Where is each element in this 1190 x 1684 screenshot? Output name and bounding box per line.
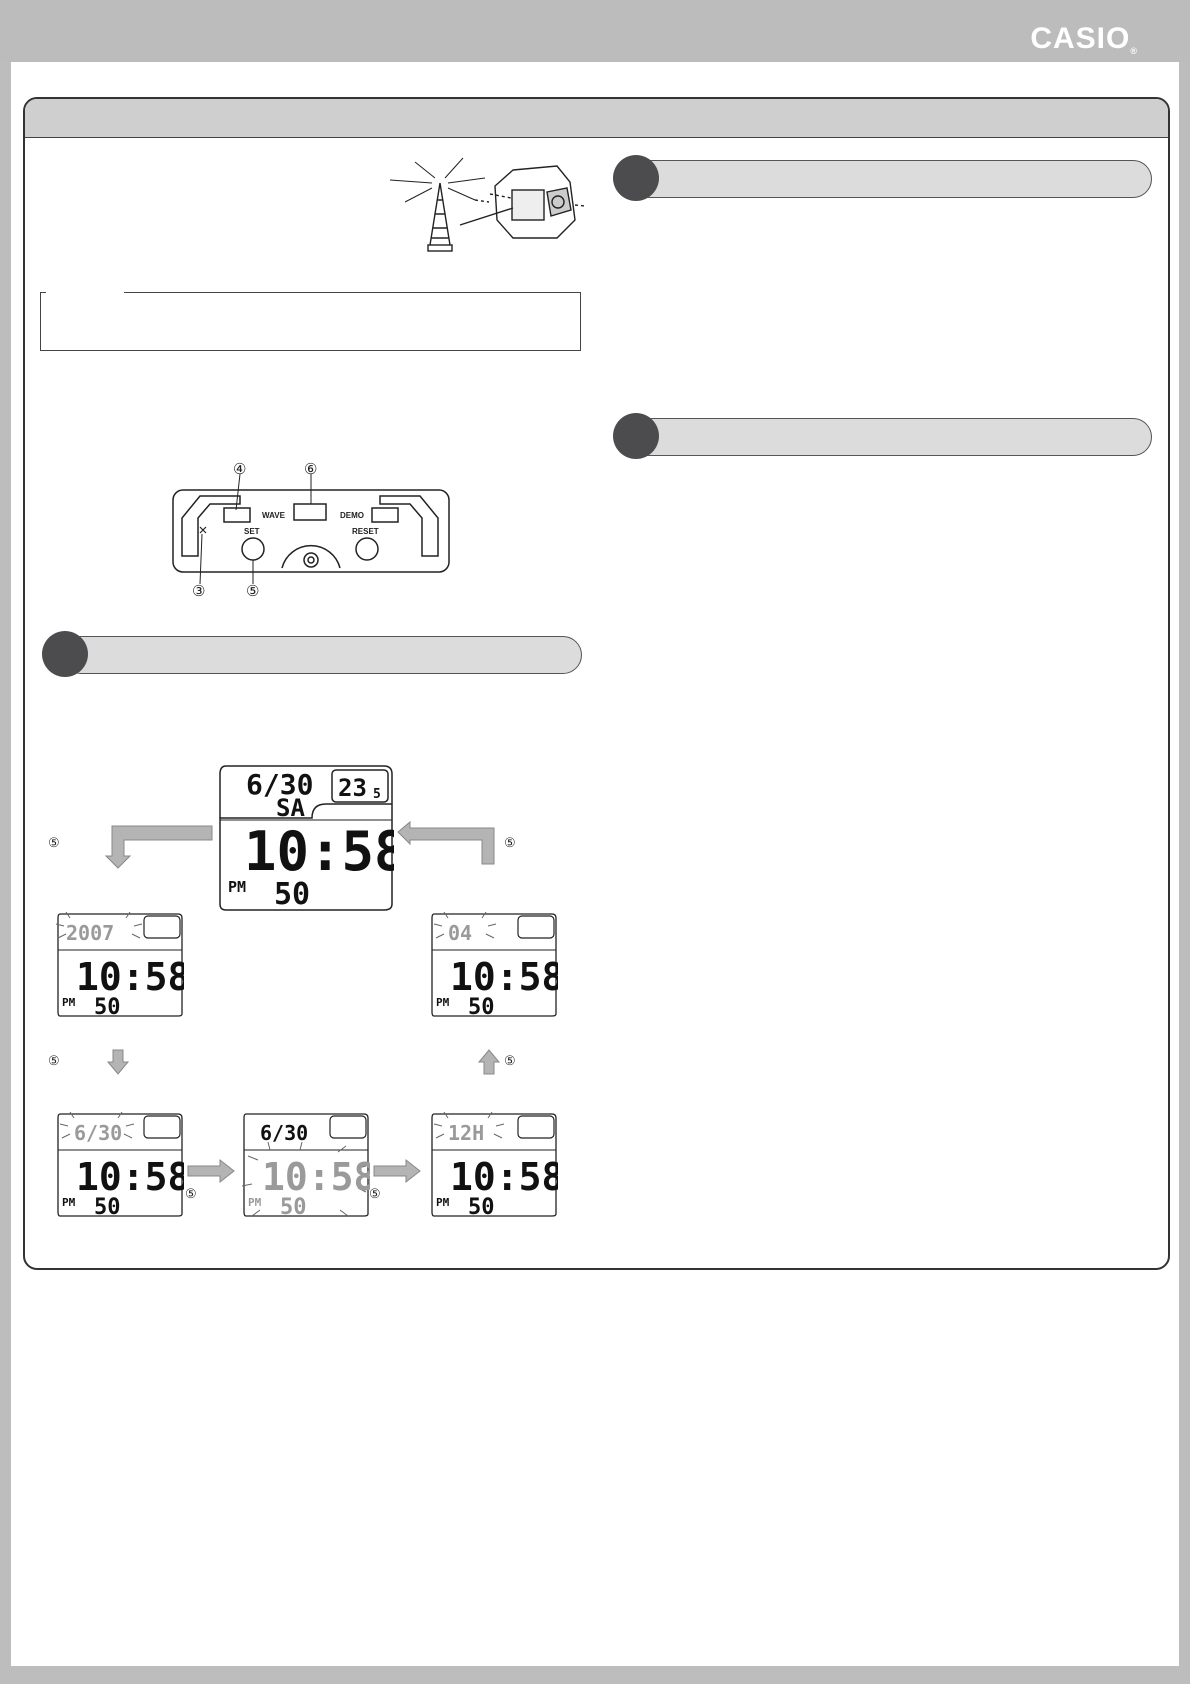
note-box xyxy=(40,292,581,351)
callout-6: ⑥ xyxy=(304,461,317,478)
display-ampm: PM xyxy=(228,878,246,896)
step-marker: ⑤ xyxy=(369,1186,381,1201)
step-marker: ⑤ xyxy=(48,1053,60,1068)
top-band xyxy=(0,0,1190,62)
demo-label: DEMO xyxy=(340,511,364,520)
display-weekday: SA xyxy=(276,794,305,822)
city-setting-display: 04 10:58 PM 50 xyxy=(431,912,558,1018)
tower-icon xyxy=(429,182,451,246)
section-bullet-icon xyxy=(613,155,659,201)
reset-label: RESET xyxy=(352,527,379,536)
display-seconds: 50 xyxy=(94,995,121,1018)
display-ampm: PM xyxy=(62,996,76,1009)
display-seconds-small: 5 xyxy=(373,787,381,802)
display-city-code: 04 xyxy=(448,921,472,945)
display-time: 10:58 xyxy=(450,955,558,999)
display-seconds: 50 xyxy=(280,1195,307,1218)
display-ampm: PM xyxy=(248,1196,262,1209)
display-time: 10:58 xyxy=(244,820,394,883)
hour-format-display: 12H 10:58 PM 50 xyxy=(431,1112,558,1218)
display-time: 10:58 xyxy=(262,1155,370,1199)
display-seconds: 50 xyxy=(274,877,310,912)
radio-signal-illustration xyxy=(389,157,585,252)
display-time: 10:58 xyxy=(76,1155,184,1199)
arrow-year-to-date xyxy=(106,1049,130,1075)
callout-3: ③ xyxy=(192,583,205,600)
step-marker: ⑤ xyxy=(504,1053,516,1068)
callout-4: ④ xyxy=(233,461,246,478)
arrow-city-to-main xyxy=(397,820,495,865)
step-marker: ⑤ xyxy=(185,1186,197,1201)
display-ampm: PM xyxy=(436,1196,450,1209)
section-header-right-2 xyxy=(630,418,1152,456)
casio-logo: CASIO® xyxy=(1030,22,1138,56)
display-time: 10:58 xyxy=(76,955,184,999)
content-frame xyxy=(23,97,1170,1270)
date-setting-display: 6/30 10:58 PM 50 xyxy=(57,1112,184,1218)
display-year: 2007 xyxy=(66,921,114,945)
arrow-time-to-hour xyxy=(373,1158,421,1184)
display-date: 6/30 xyxy=(246,768,313,801)
display-ampm: PM xyxy=(62,1196,76,1209)
set-label: SET xyxy=(244,527,260,536)
wave-button xyxy=(293,503,327,521)
callout-5: ⑤ xyxy=(246,583,259,600)
display-seconds-top: 23 xyxy=(338,774,367,802)
crystal-icon xyxy=(199,526,207,534)
display-seconds: 50 xyxy=(468,1195,495,1218)
step-marker: ⑤ xyxy=(504,835,516,850)
wave-label: WAVE xyxy=(262,511,286,520)
section-bullet-icon xyxy=(613,413,659,459)
arrow-hour-to-city xyxy=(477,1049,501,1075)
display-date: 6/30 xyxy=(260,1121,308,1145)
right-bracket xyxy=(379,495,439,557)
step-marker: ⑤ xyxy=(48,835,60,850)
section-bullet-icon xyxy=(42,631,88,677)
time-setting-display: 6/30 10:58 PM 50 xyxy=(241,1113,370,1218)
year-setting-display: 2007 10:58 PM 50 xyxy=(55,912,184,1018)
display-date: 6/30 xyxy=(74,1121,122,1145)
frame-header-bar xyxy=(25,99,1168,138)
reset-button xyxy=(355,537,379,561)
display-seconds: 50 xyxy=(468,995,495,1018)
section-header-right-1 xyxy=(630,160,1152,198)
display-seconds: 50 xyxy=(94,1195,121,1218)
display-hour-format: 12H xyxy=(448,1121,484,1145)
note-box-tab xyxy=(46,286,124,298)
button-4-slot xyxy=(223,507,251,523)
arrow-date-to-time xyxy=(187,1158,235,1184)
main-watch-display: 6/30 23 5 SA 10:58 PM 50 xyxy=(219,765,394,912)
display-ampm: PM xyxy=(436,996,450,1009)
button-layout-diagram: WAVE DEMO SET RESET ④ ⑥ ③ ⑤ xyxy=(172,461,450,600)
arrow-main-to-year xyxy=(104,825,213,869)
left-bracket xyxy=(181,495,241,557)
display-time: 10:58 xyxy=(450,1155,558,1199)
section-header-left xyxy=(62,636,582,674)
